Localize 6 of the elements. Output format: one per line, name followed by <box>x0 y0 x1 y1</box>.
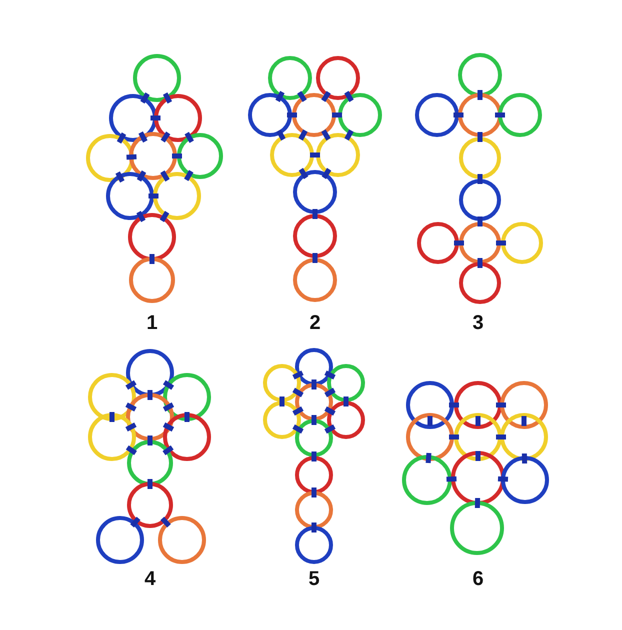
figure-number: 6 <box>472 568 484 590</box>
figure-number: 1 <box>146 312 158 334</box>
figure-number: 5 <box>308 568 320 590</box>
figure-number: 2 <box>309 312 321 334</box>
figure-number: 3 <box>472 312 484 334</box>
figure-number: 4 <box>144 568 156 590</box>
